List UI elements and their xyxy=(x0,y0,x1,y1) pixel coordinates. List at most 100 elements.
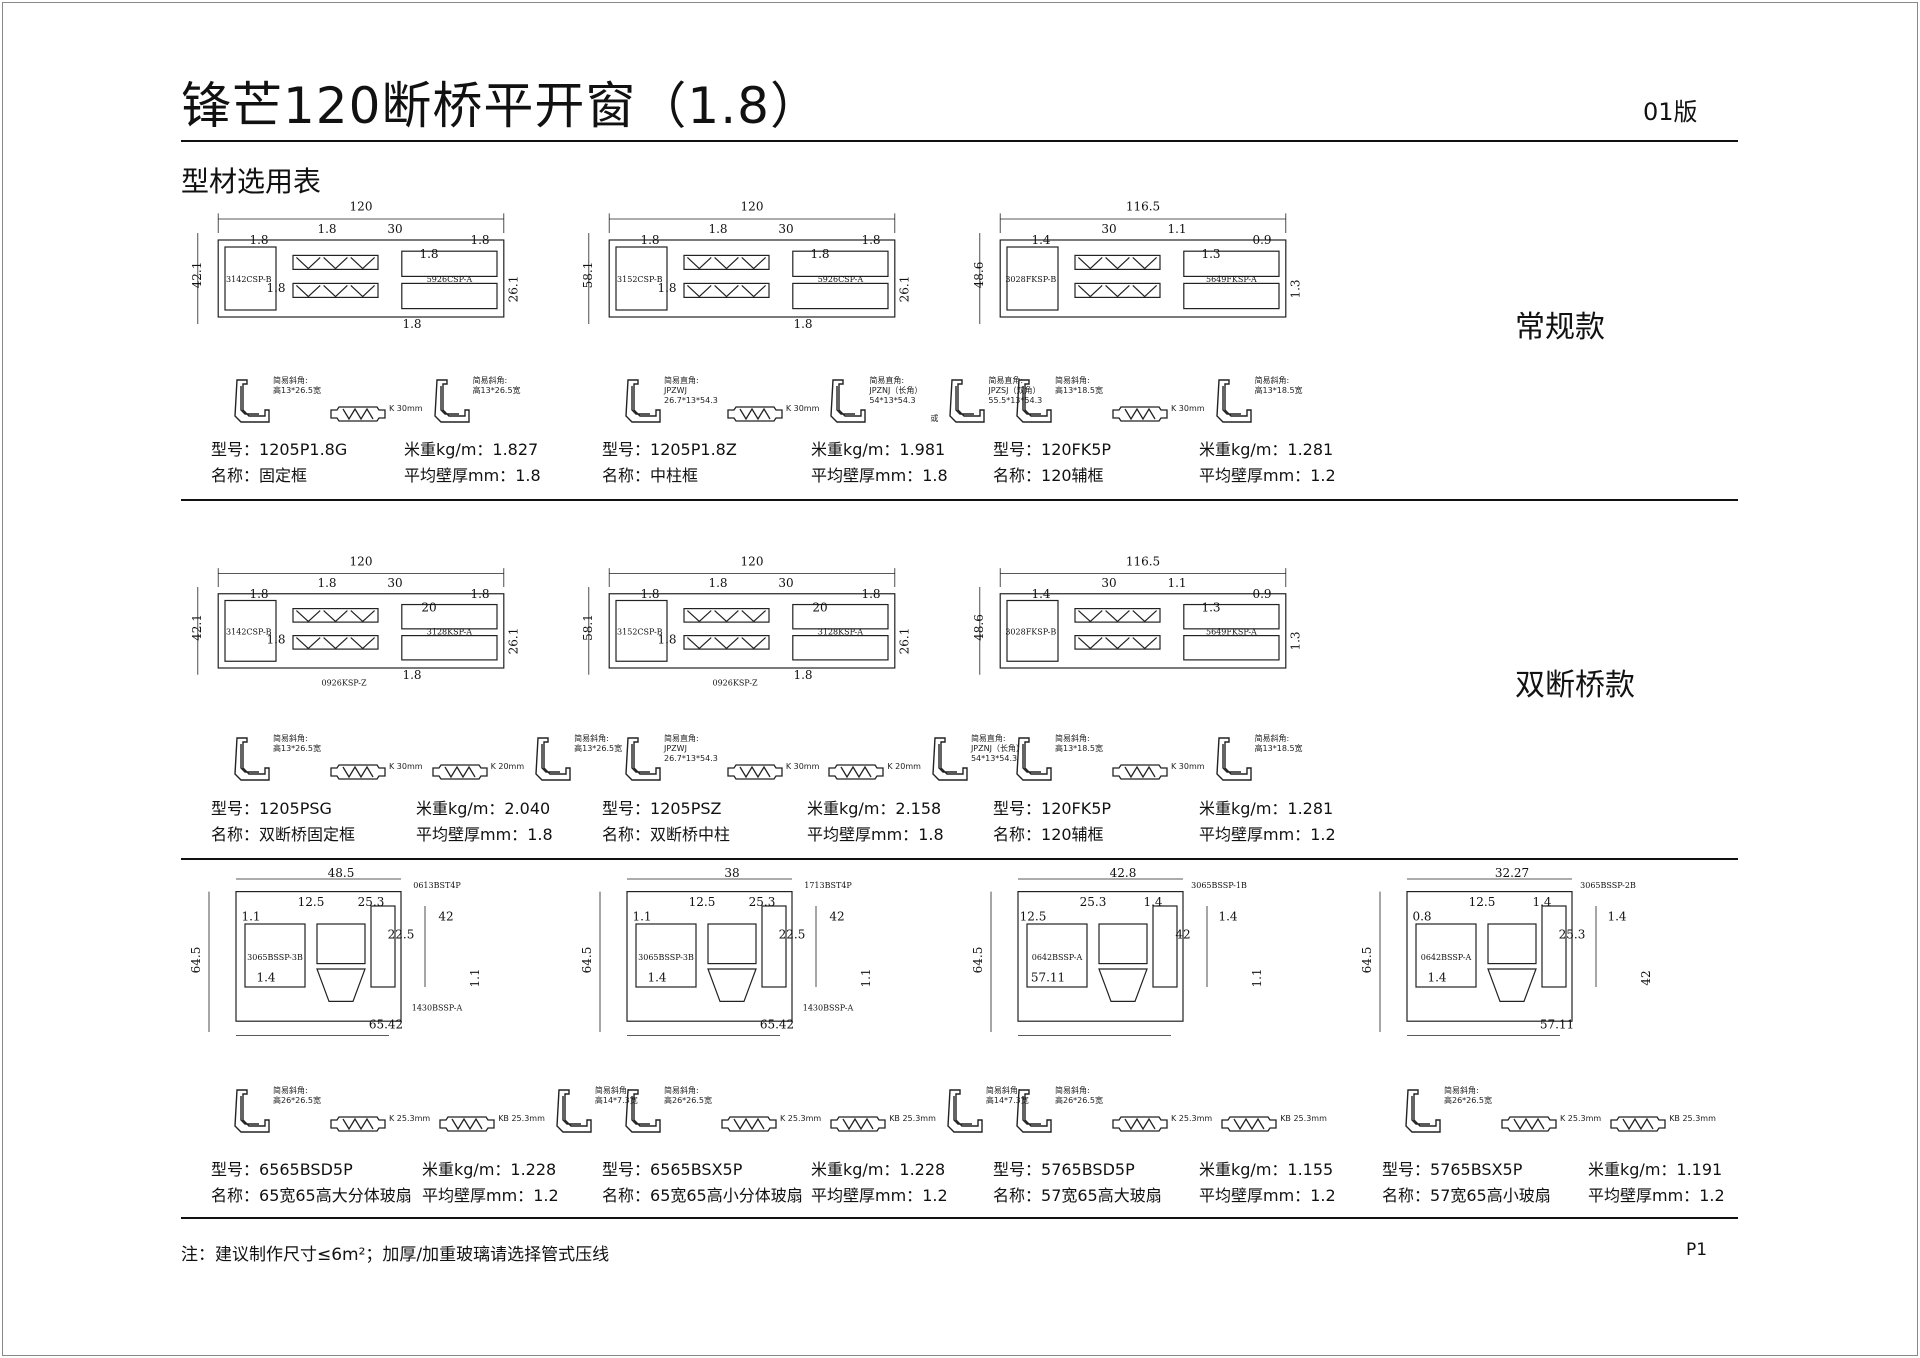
spec-thickness: 平均壁厚mm：1.2 xyxy=(811,1182,948,1206)
accessory-caption: K 30mm xyxy=(786,762,820,772)
spec-name: 名称：120辅框 xyxy=(993,821,1104,845)
accessory-part: 简易斜角:高26*26.5宽 xyxy=(231,1086,321,1134)
accessory-part: KB 25.3mm xyxy=(829,1114,936,1134)
model-label: 型号： xyxy=(602,799,651,818)
model-label: 型号： xyxy=(602,1160,651,1179)
name-label: 名称： xyxy=(1382,1186,1431,1205)
dimension-label: 120 xyxy=(741,200,764,214)
dimension-label: 1.8 xyxy=(793,317,812,331)
dimension-label: 1.1 xyxy=(1250,968,1264,987)
accessory-icon xyxy=(330,764,386,780)
accessory-caption-line: 高26*26.5宽 xyxy=(1055,1096,1103,1105)
accessory-caption-line: K 20mm xyxy=(490,762,525,771)
accessory-caption-line: 或 xyxy=(930,414,939,423)
accessory-part: K 30mm xyxy=(329,762,423,782)
accessory-caption-line: 高13*26.5宽 xyxy=(472,386,521,395)
accessory-icon xyxy=(727,764,783,780)
accessory-caption-line: K 30mm xyxy=(389,404,423,413)
accessory-part: K 30mm xyxy=(1111,404,1205,424)
dimension-label: 1.4 xyxy=(256,971,275,985)
accessory-caption: K 25.3mm xyxy=(1171,1114,1212,1124)
dimension-label: 57.11 xyxy=(1031,971,1065,985)
weight-label: 米重kg/m： xyxy=(1199,799,1288,818)
dimension-label: 1.8 xyxy=(317,222,336,236)
accessory-caption-line: 简易直角: xyxy=(664,376,699,385)
accessory-icon xyxy=(1112,1116,1168,1132)
dimension-label: 1.8 xyxy=(861,587,880,601)
dimension-label: 64.5 xyxy=(189,947,203,974)
accessory-part: 简易斜角:高14*7.3宽 xyxy=(944,1086,1029,1134)
thickness-value: 1.8 xyxy=(527,825,553,844)
dimension-label: 65.42 xyxy=(760,1017,794,1031)
spec-model: 型号：5765BSD5P xyxy=(993,1156,1135,1180)
spec-weight: 米重kg/m：1.228 xyxy=(811,1156,945,1180)
spec-name: 名称：57宽65高大玻扇 xyxy=(993,1182,1162,1206)
accessory-caption-line: 高26*26.5宽 xyxy=(273,1096,321,1105)
accessory-caption: 简易斜角:高13*26.5宽 xyxy=(273,376,321,396)
accessory-part: K 20mm xyxy=(827,762,921,782)
dimension-label: 1.8 xyxy=(793,668,812,682)
accessory-caption-line: 简易斜角: xyxy=(1444,1086,1479,1095)
spec-thickness: 平均壁厚mm：1.8 xyxy=(404,462,541,486)
accessory-icon xyxy=(330,1116,386,1132)
part-code-label: 1430BSSP-A xyxy=(803,1003,854,1012)
accessory-part: K 20mm xyxy=(431,762,525,782)
accessory-caption: 简易直角:JPZNJ（长角）54*13*54.3 xyxy=(971,734,1024,764)
accessory-caption-line: 简易斜角: xyxy=(273,1086,308,1095)
weight-label: 米重kg/m： xyxy=(1199,1160,1288,1179)
weight-label: 米重kg/m： xyxy=(811,1160,900,1179)
accessory-caption-line: K 20mm xyxy=(887,762,921,771)
spec-model: 型号：1205PSZ xyxy=(602,795,722,819)
accessory-caption: KB 25.3mm xyxy=(1669,1114,1716,1124)
accessory-icon xyxy=(439,1116,495,1132)
model-value: 5765BSD5P xyxy=(1041,1160,1135,1179)
accessory-part: 简易斜角:高13*26.5宽 xyxy=(431,376,521,424)
accessory-icon xyxy=(932,737,968,781)
model-label: 型号： xyxy=(211,799,260,818)
dimension-label: 12.5 xyxy=(689,895,716,909)
accessory-caption: 简易斜角:高14*7.3宽 xyxy=(986,1086,1029,1106)
dimension-label: 1.8 xyxy=(317,576,336,590)
accessory-icon xyxy=(234,379,270,423)
part-code-label: 3152CSP-B xyxy=(617,627,663,636)
accessory-part: K 25.3mm xyxy=(329,1114,430,1134)
thickness-value: 1.2 xyxy=(533,1186,559,1205)
accessory-part: 简易直角:JPZSJ（双角）55.5*13*54.3 xyxy=(946,376,1042,424)
dimension-label: 1.1 xyxy=(859,968,873,987)
spec-model: 型号：1205P1.8Z xyxy=(602,436,737,460)
dimension-label: 120 xyxy=(350,200,373,214)
dimension-label: 65.42 xyxy=(369,1017,403,1031)
accessory-caption-line: 简易斜角: xyxy=(1254,734,1290,743)
accessory-part: 简易斜角:高26*26.5宽 xyxy=(1013,1086,1103,1134)
part-code-label: 3028FKSP-B xyxy=(1005,627,1056,636)
name-label: 名称： xyxy=(211,1186,260,1205)
part-code-label: 3065BSSP-3B xyxy=(247,953,303,962)
thickness-label: 平均壁厚mm： xyxy=(1588,1186,1700,1205)
accessory-icon xyxy=(1501,1116,1557,1132)
part-code-label: 3065BSSP-2B xyxy=(1580,881,1636,890)
accessory-caption-line: K 30mm xyxy=(1171,762,1205,771)
profile-section xyxy=(979,568,1287,675)
accessory-caption-line: 简易斜角: xyxy=(594,1086,630,1095)
dimension-label: 1.4 xyxy=(1031,233,1050,247)
accessory-caption-line: 54*13*54.3 xyxy=(869,396,916,405)
accessory-caption-line: 高13*18.5宽 xyxy=(1055,744,1103,753)
accessory-part: K 25.3mm xyxy=(1500,1114,1601,1134)
dimension-label: 1.8 xyxy=(708,222,727,236)
thickness-label: 平均壁厚mm： xyxy=(807,825,919,844)
dimension-label: 26.1 xyxy=(897,276,911,303)
accessory-caption-line: K 25.3mm xyxy=(1560,1114,1602,1123)
dimension-label: 42.1 xyxy=(190,262,204,289)
accessory-part: 简易斜角:高13*26.5宽 xyxy=(532,734,622,782)
dimension-label: 64.5 xyxy=(971,947,985,974)
accessory-part: 简易斜角:高13*26.5宽 xyxy=(231,376,321,424)
weight-label: 米重kg/m： xyxy=(807,799,896,818)
name-label: 名称： xyxy=(211,466,260,485)
accessory-caption-line: K 30mm xyxy=(389,762,423,771)
accessory-part: K 30mm xyxy=(726,404,819,424)
accessory-caption: 或 xyxy=(930,414,938,424)
